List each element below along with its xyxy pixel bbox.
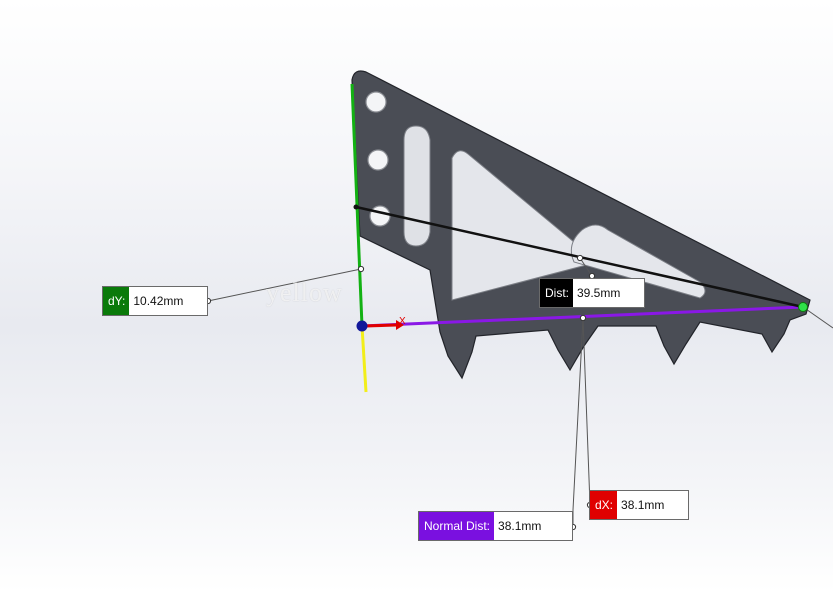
origin-point[interactable] xyxy=(356,320,368,332)
dx-value: 38.1mm xyxy=(617,491,688,519)
bracket-part[interactable] xyxy=(351,70,811,380)
bracket-lower-slot-cutout xyxy=(570,224,706,299)
dy-value: 10.42mm xyxy=(129,287,207,315)
bracket-hole-3 xyxy=(369,205,391,227)
dy-callout[interactable]: dY: 10.42mm xyxy=(102,286,208,316)
x-axis-label: X xyxy=(399,316,406,327)
y-axis-yellow xyxy=(360,325,368,393)
bracket-body[interactable] xyxy=(351,70,811,380)
dx-label: dX: xyxy=(590,491,618,519)
dx-callout[interactable]: dX: 38.1mm xyxy=(589,490,689,520)
normal-dist-callout[interactable]: Normal Dist: 38.1mm xyxy=(418,511,573,541)
bracket-slot-cutout xyxy=(403,125,431,247)
bracket-hole-2 xyxy=(367,149,389,171)
bracket-hole-1 xyxy=(365,91,387,113)
watermark-text: yellow xyxy=(266,278,343,307)
end-point-green[interactable] xyxy=(798,302,808,312)
dist-label: Dist: xyxy=(540,279,573,307)
dist-callout[interactable]: Dist: 39.5mm xyxy=(539,278,645,308)
x-axis-arrow xyxy=(363,323,397,328)
x-axis-arrowhead xyxy=(396,320,404,330)
dist-value: 39.5mm xyxy=(573,279,644,307)
normal-dist-label: Normal Dist: xyxy=(419,512,495,540)
extension-line xyxy=(802,306,833,329)
start-point[interactable] xyxy=(353,204,359,210)
normal-dist-value: 38.1mm xyxy=(494,512,572,540)
leader-lines xyxy=(207,257,593,527)
dy-label: dY: xyxy=(103,287,130,315)
